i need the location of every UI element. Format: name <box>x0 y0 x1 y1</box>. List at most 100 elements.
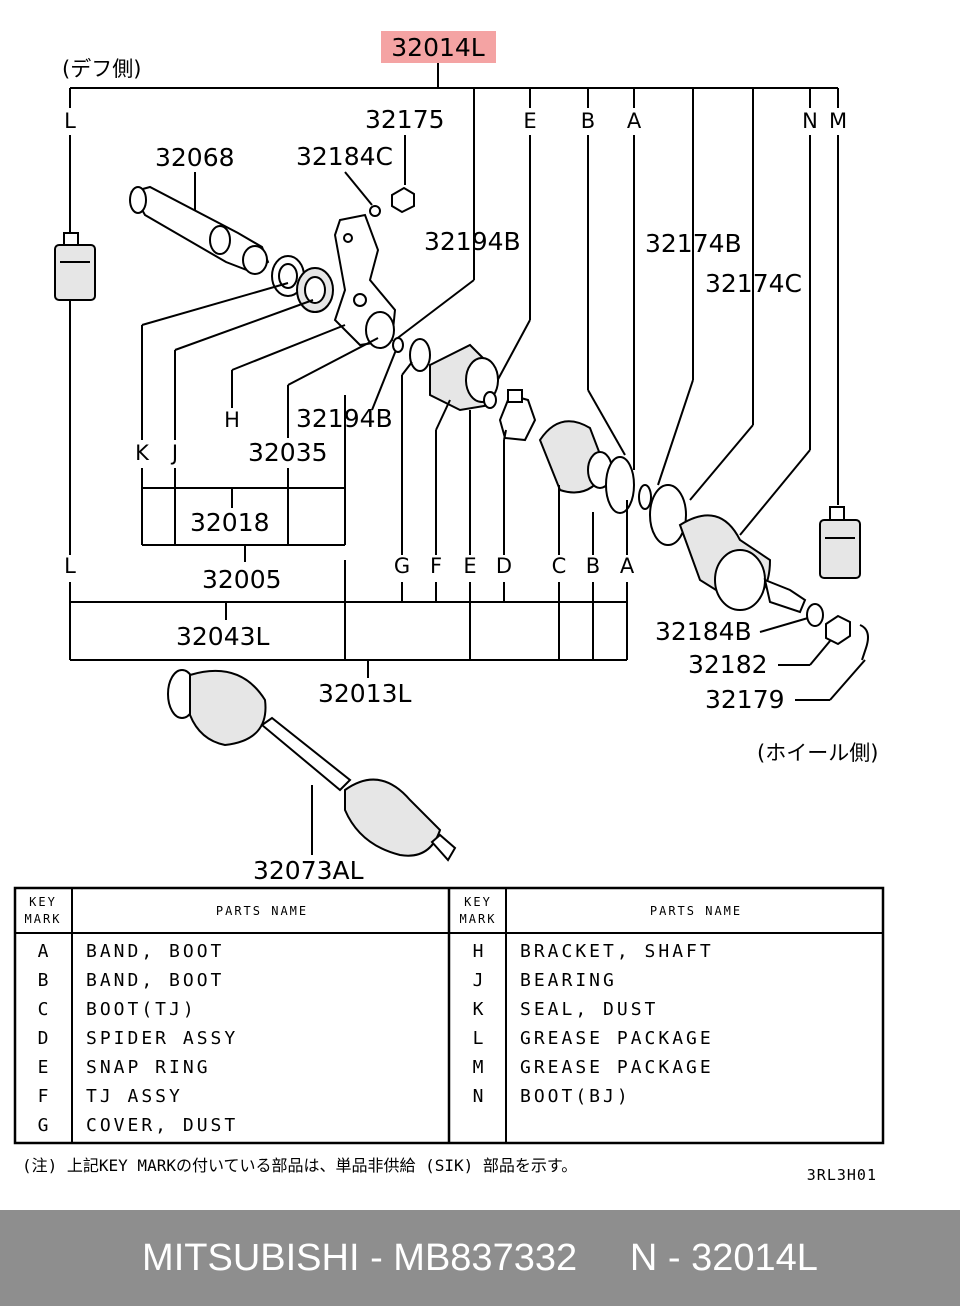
grease-package-l <box>54 232 96 301</box>
key-mark-c: C <box>552 554 567 578</box>
key-mark-e-bottom: E <box>463 554 476 578</box>
top-bracket <box>69 63 839 280</box>
table-row-key: F <box>38 1086 49 1107</box>
outer-stub <box>763 578 807 614</box>
key-mark-n-top: N <box>802 109 818 133</box>
table-row-name: GREASE PACKAGE <box>520 1028 714 1049</box>
table-header-key-right-1: KEY <box>464 895 492 909</box>
drive-shaft-assembly <box>167 669 457 862</box>
table-row-name: BEARING <box>520 970 617 991</box>
table-row-key: K <box>473 999 484 1020</box>
assembly-number[interactable]: 32014L <box>391 33 485 62</box>
left-group-leaders <box>141 282 379 562</box>
table-row-name: SNAP RING <box>86 1057 211 1078</box>
table-row-name: BOOT(BJ) <box>520 1086 631 1107</box>
key-mark-l-bottom: L <box>64 554 76 578</box>
key-mark-k: K <box>135 441 150 465</box>
part-number-32182[interactable]: 32182 <box>688 650 768 679</box>
footer-key: N <box>629 1236 658 1279</box>
table-row-key: E <box>38 1057 49 1078</box>
boot-bj <box>678 514 772 611</box>
parts-table <box>13 886 885 1145</box>
table-row-key: C <box>38 999 49 1020</box>
part-number-32005[interactable]: 32005 <box>202 565 282 594</box>
key-mark-l-top: L <box>64 109 76 133</box>
table-row-key: D <box>38 1028 49 1049</box>
table-row-key: J <box>473 970 484 991</box>
table-row-name: BOOT(TJ) <box>86 999 197 1020</box>
table-row-key: H <box>473 941 484 962</box>
key-mark-g: G <box>394 554 410 578</box>
table-row-name: SPIDER ASSY <box>86 1028 238 1049</box>
footer-ref[interactable]: 32014L <box>691 1236 818 1279</box>
part-number-32175[interactable]: 32175 <box>365 105 445 134</box>
table-row-key: L <box>473 1028 484 1049</box>
table-left-rows: A BAND, BOOT B BAND, BOOT C BOOT(TJ) D S… <box>38 941 238 1136</box>
boot-tj <box>538 420 613 494</box>
table-header-name-left: PARTS NAME <box>216 904 308 918</box>
part-leaders <box>194 135 866 855</box>
footer-separator: - <box>359 1236 394 1279</box>
snap-ring <box>483 391 497 409</box>
table-row-name: COVER, DUST <box>86 1115 238 1136</box>
table-header-key-left-2: MARK <box>25 912 62 926</box>
wheel-side-label: (ホイール側) <box>757 741 878 765</box>
bottom-brackets <box>69 361 628 678</box>
circlip-rings <box>365 311 431 372</box>
table-row-key: M <box>473 1057 484 1078</box>
table-row-name: SEAL, DUST <box>520 999 658 1020</box>
table-row-key: B <box>38 970 49 991</box>
key-mark-d: D <box>496 554 512 578</box>
footer-separator: - <box>657 1236 692 1279</box>
key-mark-b-top: B <box>581 109 595 133</box>
table-row-name: BAND, BOOT <box>86 941 224 962</box>
part-number-32043l[interactable]: 32043L <box>176 622 270 651</box>
table-row-name: GREASE PACKAGE <box>520 1057 714 1078</box>
bearing <box>296 267 334 313</box>
part-number-32179[interactable]: 32179 <box>705 685 785 714</box>
table-header-key-right-2: MARK <box>460 912 497 926</box>
part-number-32184b[interactable]: 32184B <box>655 617 752 646</box>
footer-part-number[interactable]: MB837332 <box>393 1236 578 1279</box>
washer <box>806 603 824 627</box>
key-mark-m-top: M <box>829 109 847 133</box>
part-number-32018[interactable]: 32018 <box>190 508 270 537</box>
table-header-key-left-1: KEY <box>29 895 57 909</box>
part-number-32035[interactable]: 32035 <box>248 438 328 467</box>
part-number-32013l[interactable]: 32013L <box>318 679 412 708</box>
part-number-32174b[interactable]: 32174B <box>645 229 742 258</box>
part-number-32073al[interactable]: 32073AL <box>253 856 364 885</box>
inner-shaft <box>129 185 270 275</box>
key-mark-h: H <box>224 408 240 432</box>
key-mark-b-bottom: B <box>586 554 600 578</box>
parts-diagram: 32014L (デフ側) L E B A N M 3 <box>13 31 885 1184</box>
key-mark-a-top: A <box>627 109 642 133</box>
boot-bands <box>605 456 687 546</box>
table-row-name: BRACKET, SHAFT <box>520 941 714 962</box>
key-mark-f: F <box>430 554 442 578</box>
key-mark-e-top: E <box>523 109 536 133</box>
assembly-number-highlight <box>381 31 496 63</box>
cotter-pin <box>859 624 869 661</box>
bolt <box>369 186 415 217</box>
part-number-32174c[interactable]: 32174C <box>705 269 802 298</box>
key-mark-j: J <box>170 441 178 465</box>
table-row-name: BAND, BOOT <box>86 970 224 991</box>
spider-assy <box>498 389 537 442</box>
key-mark-a-bottom: A <box>620 554 635 578</box>
footer-bar: MITSUBISHI - MB837332 N - 32014L <box>0 1210 960 1306</box>
part-number-32184c[interactable]: 32184C <box>296 142 393 171</box>
footer-gap <box>577 1237 630 1280</box>
footnote: (注) 上記KEY MARKの付いている部品は、単品非供給 (SIK) 部品を示… <box>22 1156 577 1175</box>
footer-brand: MITSUBISHI <box>142 1236 360 1279</box>
drawing-code: 3RL3H01 <box>807 1166 877 1184</box>
table-row-key: G <box>38 1115 49 1136</box>
table-header-name-right: PARTS NAME <box>650 904 742 918</box>
table-row-name: TJ ASSY <box>86 1086 183 1107</box>
part-number-32194b-top[interactable]: 32194B <box>424 227 521 256</box>
part-number-32068[interactable]: 32068 <box>155 143 235 172</box>
nut <box>825 614 851 646</box>
grease-package-m <box>819 506 861 579</box>
table-row-key: N <box>473 1086 484 1107</box>
differential-side-label: (デフ側) <box>62 57 141 81</box>
